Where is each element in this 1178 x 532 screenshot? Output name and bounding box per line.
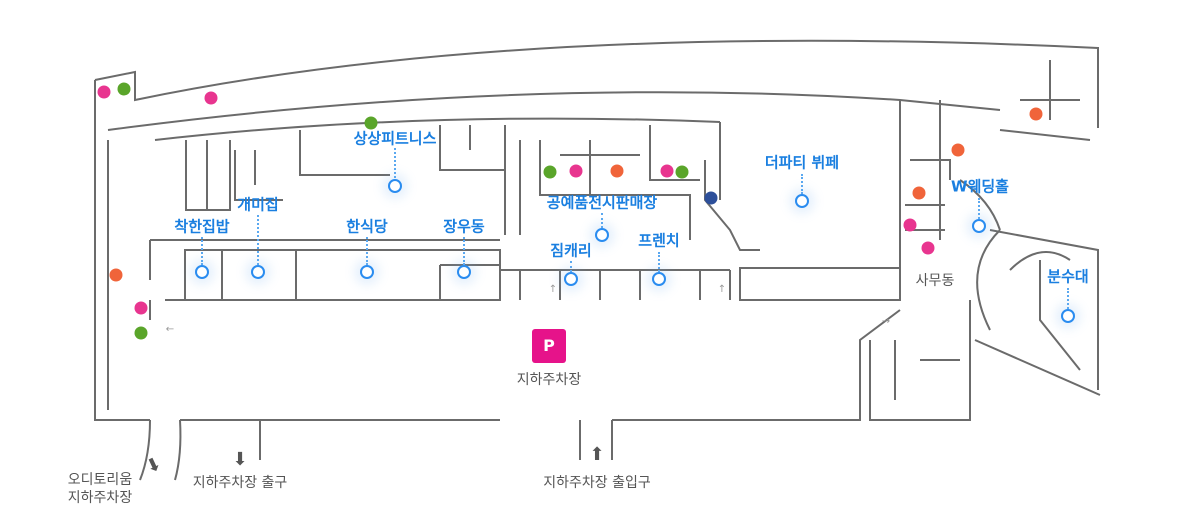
arrow-up-icon: ↑	[548, 284, 558, 295]
arrow-up-icon: ⬆	[589, 444, 605, 465]
escalator-icon[interactable]	[117, 82, 131, 96]
poi-leader-line	[601, 213, 603, 228]
poi-fountain-label[interactable]: 분수대	[1047, 267, 1089, 286]
escalator-icon[interactable]	[675, 165, 689, 179]
restroom-icon[interactable]	[912, 186, 926, 200]
poi-leader-line	[394, 148, 396, 178]
escalator-icon[interactable]	[364, 116, 378, 130]
parking-label: 지하주차장	[516, 372, 582, 388]
poi-leader-line	[978, 198, 980, 219]
poi-leader-line	[201, 237, 203, 265]
poi-gaemijip-marker[interactable]	[251, 265, 265, 279]
nursing-room-icon[interactable]	[204, 91, 218, 105]
parking-exit-label[interactable]: 지하주차장 출구	[192, 475, 288, 491]
poi-leader-line	[1067, 288, 1069, 309]
poi-jimcarrey-marker[interactable]	[564, 272, 578, 286]
poi-sangsang-fitness-label[interactable]: 상상피트니스	[353, 129, 437, 148]
poi-leader-line	[366, 237, 368, 265]
poi-the-party-buffet-label[interactable]: 더파티 뷔페	[764, 153, 840, 172]
auditorium-parking-label[interactable]: 오디토리움 지하주차장	[68, 471, 132, 507]
restroom-icon[interactable]	[109, 268, 123, 282]
arrow-left-icon: ←	[165, 324, 175, 335]
office-building-label: 사무동	[915, 273, 955, 289]
poi-gaemijip-label[interactable]: 개미집	[237, 195, 279, 214]
poi-leader-line	[801, 174, 803, 194]
arrow-down-icon: ⬇	[232, 449, 248, 470]
poi-leader-line	[658, 252, 660, 272]
parking-entrance-label[interactable]: 지하주차장 출입구	[543, 475, 651, 491]
nursing-room-icon[interactable]	[134, 301, 148, 315]
escalator-icon[interactable]	[543, 165, 557, 179]
restroom-icon[interactable]	[1029, 107, 1043, 121]
poi-chakhan-jipbap-marker[interactable]	[195, 265, 209, 279]
nursing-room-icon[interactable]	[660, 164, 674, 178]
poi-craft-shop-label[interactable]: 공예품전시판매장	[546, 193, 658, 212]
poi-french-label[interactable]: 프렌치	[638, 231, 680, 250]
elevator-icon[interactable]	[704, 191, 718, 205]
nursing-room-icon[interactable]	[921, 241, 935, 255]
poi-korean-restaurant-label[interactable]: 한식당	[346, 217, 388, 236]
poi-the-party-buffet-marker[interactable]	[795, 194, 809, 208]
poi-chakhan-jipbap-label[interactable]: 착한집밥	[174, 217, 230, 236]
nursing-room-icon[interactable]	[97, 85, 111, 99]
poi-sangsang-fitness-marker[interactable]	[388, 179, 402, 193]
poi-french-marker[interactable]	[652, 272, 666, 286]
poi-jangwoodong-label[interactable]: 장우동	[443, 217, 485, 236]
poi-w-wedding-hall-marker[interactable]	[972, 219, 986, 233]
parking-icon[interactable]: P	[532, 329, 566, 363]
arrow-up-icon: ↑	[717, 284, 727, 295]
restroom-icon[interactable]	[951, 143, 965, 157]
restroom-icon[interactable]	[610, 164, 624, 178]
poi-leader-line	[463, 237, 465, 265]
poi-leader-line	[257, 215, 259, 265]
poi-leader-line	[570, 261, 572, 272]
poi-jangwoodong-marker[interactable]	[457, 265, 471, 279]
auditorium-line: 오디토리움	[67, 472, 133, 488]
nursing-room-icon[interactable]	[903, 218, 917, 232]
escalator-icon[interactable]	[134, 326, 148, 340]
auditorium-parking-line: 지하주차장	[67, 490, 133, 506]
nursing-room-icon[interactable]	[569, 164, 583, 178]
poi-korean-restaurant-marker[interactable]	[360, 265, 374, 279]
poi-jimcarrey-label[interactable]: 짐캐리	[550, 241, 592, 260]
poi-craft-shop-marker[interactable]	[595, 228, 609, 242]
arrow-right-icon: →	[881, 316, 891, 327]
poi-w-wedding-hall-label[interactable]: W웨딩홀	[951, 177, 1009, 196]
poi-fountain-marker[interactable]	[1061, 309, 1075, 323]
